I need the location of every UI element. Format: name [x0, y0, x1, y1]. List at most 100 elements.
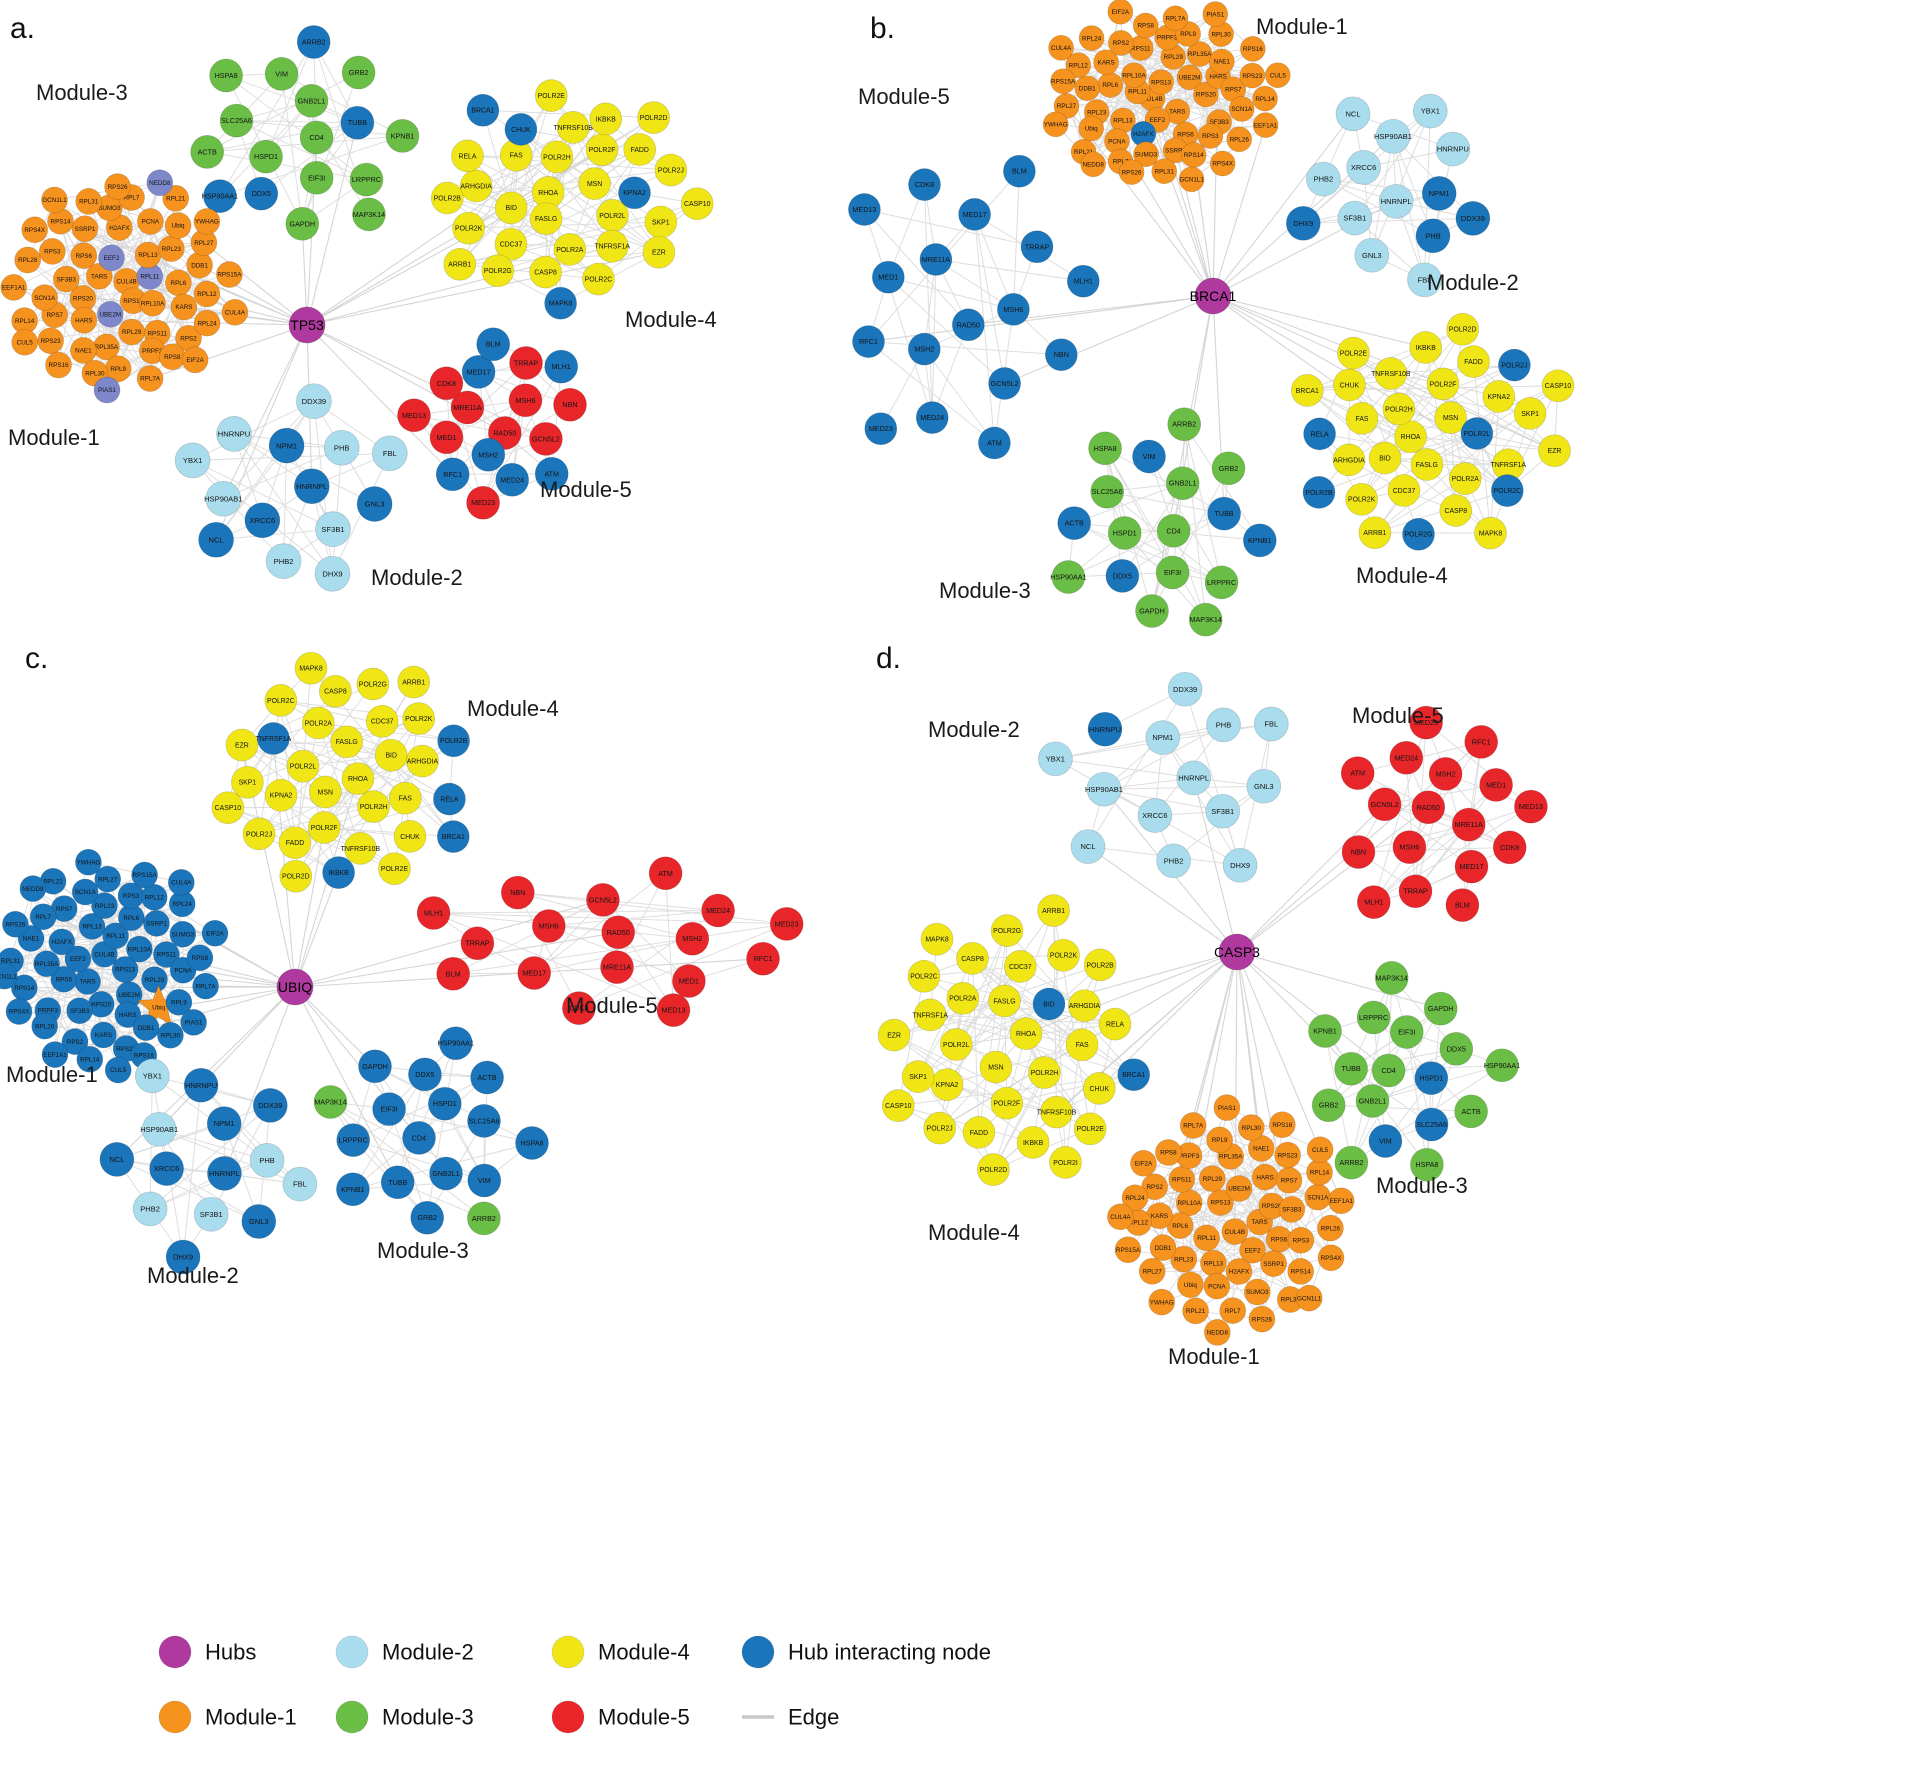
node-SSRP1[interactable]: [143, 910, 170, 937]
node-DHX9[interactable]: [1222, 847, 1258, 883]
node-BID[interactable]: [374, 738, 408, 772]
node-BRCA1[interactable]: [466, 93, 500, 127]
node-IKBKB[interactable]: [589, 102, 623, 136]
node-MRE11A[interactable]: [1451, 807, 1486, 842]
node-MED1[interactable]: [871, 260, 905, 294]
node-POLR2K[interactable]: [452, 211, 485, 245]
node-RPS4X[interactable]: [1317, 1244, 1345, 1272]
node-HARS[interactable]: [70, 306, 98, 334]
node-CDK8[interactable]: [429, 366, 464, 401]
node-ARRB1[interactable]: [443, 247, 477, 281]
node-RPL6[interactable]: [1097, 72, 1124, 98]
node-ARRB2[interactable]: [1334, 1145, 1369, 1180]
node-HSP90AA1[interactable]: [438, 1026, 473, 1061]
node-CUL4A[interactable]: [1048, 34, 1074, 61]
node-DDB1[interactable]: [1074, 75, 1101, 102]
node-SKP1[interactable]: [1513, 397, 1547, 430]
node-CD4[interactable]: [1371, 1053, 1406, 1088]
node-POLR2B[interactable]: [430, 181, 464, 215]
node-RPL13[interactable]: [1200, 1249, 1227, 1277]
hub-UBIQ[interactable]: [276, 968, 314, 1006]
node-MRE11A[interactable]: [450, 390, 485, 425]
node-RHOA[interactable]: [341, 762, 375, 795]
node-POLR2D[interactable]: [279, 859, 313, 893]
node-CUL4B[interactable]: [1221, 1218, 1249, 1245]
node-RPL7A[interactable]: [136, 365, 164, 392]
node-RPS8[interactable]: [186, 944, 214, 972]
node-GCN5L2[interactable]: [988, 367, 1021, 400]
node-RAD50[interactable]: [951, 308, 985, 342]
node-HNRNPU[interactable]: [216, 416, 252, 452]
node-PIAS1[interactable]: [93, 376, 121, 404]
node-CHUK[interactable]: [393, 820, 427, 853]
node-SUMO3[interactable]: [1133, 141, 1159, 168]
node-RPL24[interactable]: [1078, 25, 1105, 51]
hub-TP53[interactable]: [288, 306, 326, 344]
node-RPS13[interactable]: [1148, 69, 1174, 95]
node-BID[interactable]: [1368, 441, 1402, 475]
node-MED24[interactable]: [701, 893, 735, 928]
node-RPL30[interactable]: [1237, 1114, 1265, 1141]
node-MED17[interactable]: [517, 956, 552, 990]
node-ARRB2[interactable]: [1167, 407, 1202, 442]
node-RPL10A[interactable]: [126, 935, 153, 963]
node-GAPDH[interactable]: [1423, 991, 1458, 1026]
node-EZR[interactable]: [225, 728, 259, 762]
node-RPL10A[interactable]: [1121, 62, 1147, 89]
node-HSP90AA1[interactable]: [1051, 560, 1086, 594]
node-CUL5[interactable]: [104, 1056, 132, 1084]
node-RPL27[interactable]: [94, 865, 122, 893]
node-PIAS1[interactable]: [1213, 1094, 1241, 1121]
node-FASLG[interactable]: [988, 984, 1021, 1018]
node-TUBB[interactable]: [1207, 496, 1241, 531]
node-TUBB[interactable]: [1334, 1051, 1368, 1086]
node-CD4[interactable]: [299, 120, 334, 155]
node-RPL29[interactable]: [1198, 1165, 1226, 1192]
hub-BRCA1[interactable]: [1194, 277, 1232, 315]
node-POLR2G[interactable]: [356, 667, 390, 701]
node-RFC1[interactable]: [852, 325, 885, 358]
node-POLR2B[interactable]: [1302, 476, 1336, 509]
node-NCL[interactable]: [198, 521, 234, 558]
node-GNB2L1[interactable]: [1165, 466, 1200, 501]
node-ARRB1[interactable]: [1358, 516, 1392, 550]
node-RPS15A[interactable]: [131, 861, 158, 889]
node-MED24[interactable]: [1389, 740, 1424, 775]
node-ACTB[interactable]: [190, 135, 225, 169]
node-RPL30[interactable]: [157, 1021, 184, 1049]
node-DHX9[interactable]: [314, 555, 351, 592]
node-GRB2[interactable]: [341, 55, 376, 90]
node-BLM[interactable]: [1445, 888, 1480, 922]
node-HNRNPU[interactable]: [1087, 711, 1123, 747]
node-MSH6[interactable]: [1392, 830, 1427, 864]
node-BLM[interactable]: [436, 956, 471, 991]
node-PHB[interactable]: [323, 429, 360, 466]
node-CDC37[interactable]: [1003, 950, 1037, 983]
node-RPL10A[interactable]: [139, 289, 166, 317]
node-POLR2F[interactable]: [990, 1086, 1024, 1120]
node-POLR2A[interactable]: [301, 706, 335, 740]
node-YBX1[interactable]: [1412, 93, 1448, 129]
node-RPS6[interactable]: [70, 242, 98, 269]
node-SF3B1[interactable]: [1337, 200, 1373, 236]
node-HNRNPL[interactable]: [207, 1156, 242, 1191]
node-TNFRSF10B[interactable]: [1040, 1095, 1073, 1129]
node-NPM1[interactable]: [1145, 720, 1181, 755]
node-GAPDH[interactable]: [358, 1049, 392, 1084]
node-TRRAP[interactable]: [509, 346, 543, 380]
node-TRRAP[interactable]: [460, 926, 495, 961]
node-Ubiq[interactable]: [1177, 1271, 1204, 1299]
node-MLH1[interactable]: [416, 896, 451, 930]
node-FAS[interactable]: [1065, 1028, 1099, 1062]
node-XRCC6[interactable]: [1137, 798, 1173, 833]
node-FADD[interactable]: [623, 133, 657, 166]
node-GNB2L1[interactable]: [429, 1156, 463, 1191]
node-GCN5L2[interactable]: [586, 883, 620, 917]
node-DDB1[interactable]: [132, 1014, 160, 1041]
node-POLR2B[interactable]: [437, 724, 470, 758]
node-RELA[interactable]: [433, 782, 466, 816]
node-DDX39[interactable]: [252, 1088, 288, 1123]
node-CASP8[interactable]: [319, 674, 352, 708]
node-RPL23[interactable]: [91, 892, 118, 919]
node-DDX39[interactable]: [1455, 201, 1491, 236]
